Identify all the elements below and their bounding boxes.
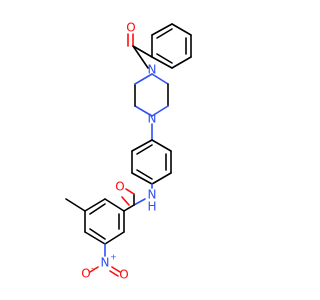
molecule-structure: O N N N H O bbox=[65, 21, 192, 282]
nitro-oxygen-left-charge: - bbox=[91, 264, 94, 273]
benzoyl-phenyl-ring bbox=[151, 23, 192, 69]
amide-group: N H O bbox=[115, 180, 156, 214]
methyl-group bbox=[65, 198, 86, 212]
nitro-group: N + O - O bbox=[81, 243, 129, 282]
piperazine-n1-label: N bbox=[148, 63, 157, 77]
nitro-nitrogen-label: N bbox=[101, 256, 110, 270]
nitro-oxygen-right-label: O bbox=[119, 268, 128, 282]
ketone-group: O bbox=[126, 21, 153, 69]
nitrotoluyl-ring bbox=[84, 198, 125, 245]
piperazine-n4-label: N bbox=[148, 112, 157, 126]
nitro-nitrogen-charge: + bbox=[110, 253, 117, 262]
amide-nitrogen-label: N bbox=[148, 188, 157, 202]
piperazine-ring: N N bbox=[134, 63, 169, 126]
phenylene-ring bbox=[131, 123, 172, 185]
amide-oxygen-label: O bbox=[115, 180, 124, 194]
amide-hydrogen-label: H bbox=[147, 200, 156, 214]
nitro-oxygen-left-label: O bbox=[81, 267, 90, 281]
ketone-oxygen-label: O bbox=[126, 21, 135, 35]
